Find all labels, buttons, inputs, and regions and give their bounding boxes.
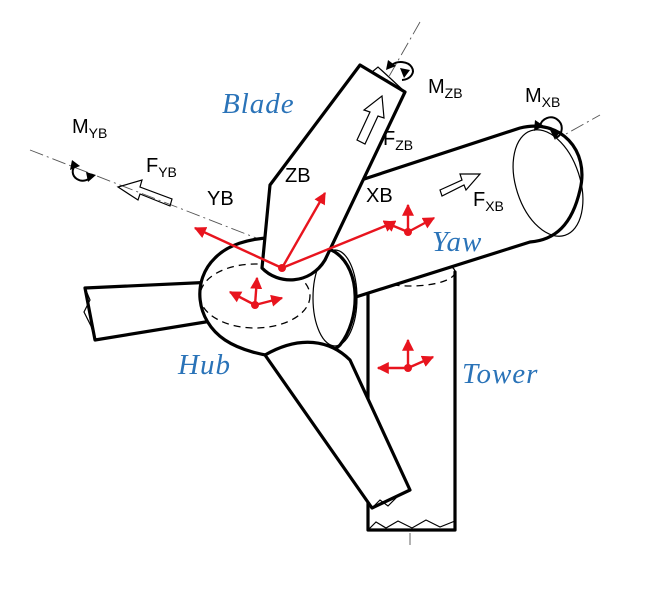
moment-zb-icon bbox=[386, 60, 414, 81]
moment-xb-icon bbox=[534, 116, 563, 140]
blade-root-frame bbox=[193, 191, 397, 272]
label-axis-zb: ZB bbox=[285, 165, 311, 187]
caption-yaw: Yaw bbox=[432, 226, 482, 258]
blade-upper bbox=[260, 63, 407, 282]
label-m-zb: MZB bbox=[428, 76, 463, 101]
caption-blade: Blade bbox=[222, 88, 295, 120]
label-m-xb: MXB bbox=[525, 85, 560, 110]
blade-lower bbox=[263, 340, 412, 510]
hub-frame bbox=[228, 276, 284, 309]
force-arrows bbox=[116, 94, 482, 207]
label-f-xb: FXB bbox=[473, 189, 504, 214]
label-m-yb: MYB bbox=[72, 116, 107, 141]
caption-hub: Hub bbox=[177, 349, 231, 381]
label-f-zb: FZB bbox=[383, 128, 413, 153]
label-f-yb: FYB bbox=[146, 155, 177, 180]
tower-frame bbox=[376, 338, 435, 374]
caption-tower: Tower bbox=[462, 358, 538, 390]
moment-yb-icon bbox=[70, 160, 96, 182]
yaw-frame bbox=[382, 203, 436, 236]
label-axis-yb: YB bbox=[207, 188, 234, 210]
label-axis-xb: XB bbox=[366, 185, 393, 207]
nacelle bbox=[298, 124, 584, 304]
moment-symbols bbox=[70, 60, 563, 182]
